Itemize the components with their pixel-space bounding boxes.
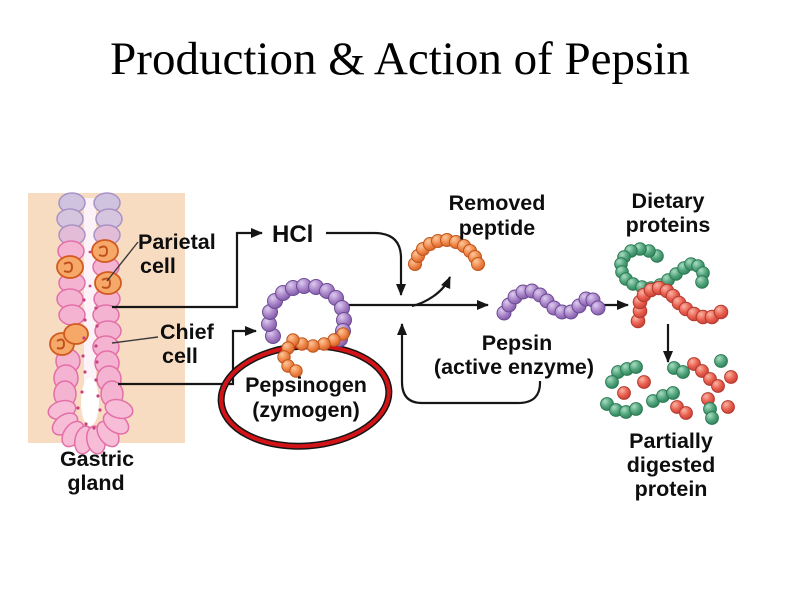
dietary-red-chain (630, 280, 729, 329)
molecule-layer (261, 233, 729, 378)
label-pepsin-line2: (active enzyme) (434, 355, 594, 379)
label-chief-cell-line2: cell (162, 344, 198, 368)
label-gastric-gland-line2: gland (67, 471, 124, 495)
pepsinogen-orange-chain (277, 327, 350, 378)
label-pepsin-line1: Pepsin (482, 331, 553, 355)
label-removed-peptide-line2: peptide (459, 216, 535, 240)
removed-peptide-chain (408, 233, 485, 271)
label-hcl: HCl (272, 221, 313, 248)
label-dietary-proteins-line2: proteins (626, 213, 711, 237)
label-partially-digested-line3: protein (635, 477, 708, 501)
label-partially-digested-line2: digested (627, 453, 715, 477)
partially-digested-fragments (600, 354, 738, 425)
pointer-chief-cell (111, 336, 159, 344)
label-partially-digested-line1: Partially (629, 429, 713, 453)
label-pepsinogen-line1: Pepsinogen (245, 373, 367, 397)
arrow-parietal-to-hcl (112, 228, 263, 309)
pointer-parietal-cell (106, 241, 139, 282)
arrows (106, 228, 673, 405)
label-removed-peptide-line1: Removed (449, 191, 546, 215)
label-pepsinogen-line2: (zymogen) (252, 398, 360, 422)
pepsinogen-purple-chain (261, 278, 352, 347)
parietal-cells (49, 239, 122, 356)
arrow-pepsin-feedback (397, 323, 542, 405)
label-parietal-cell-line1: Parietal (138, 230, 216, 254)
page-title: Production & Action of Pepsin (110, 33, 690, 85)
label-parietal-cell-line2: cell (140, 254, 176, 278)
arrow-hcl-to-reaction (326, 231, 406, 296)
label-dietary-proteins-line1: Dietary (632, 189, 705, 213)
pepsin-chain (496, 283, 606, 321)
label-gastric-gland-line1: Gastric (60, 447, 134, 471)
arrow-to-removed-peptide (411, 276, 452, 308)
gastric-gland-illustration (28, 192, 185, 455)
arrow-chief-to-pepsinogen (118, 326, 257, 386)
label-chief-cell-line1: Chief (160, 320, 215, 344)
